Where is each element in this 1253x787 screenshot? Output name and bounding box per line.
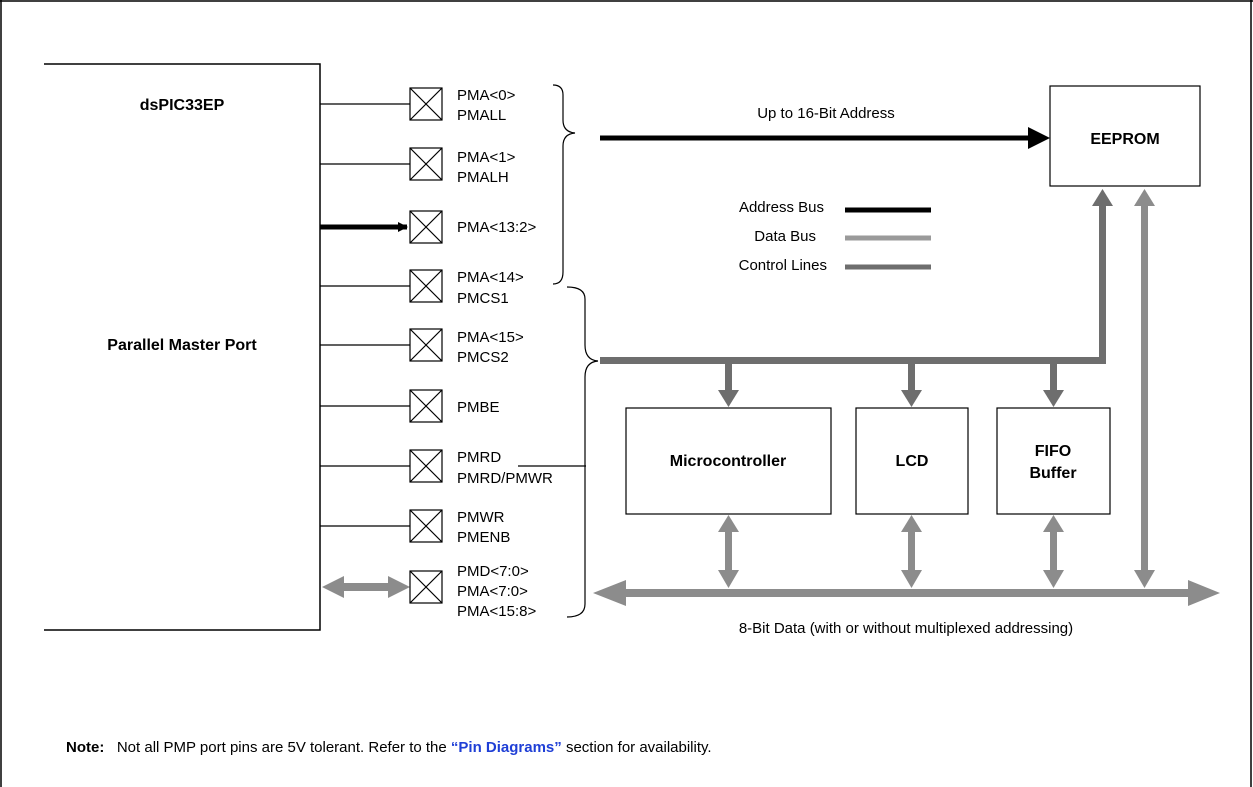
pin-label: PMA<1> (457, 149, 516, 166)
address-brace (552, 84, 576, 285)
note-text-before: Not all PMP port pins are 5V tolerant. R… (116, 739, 447, 756)
pin-label: PMBE (457, 399, 500, 416)
pmd-bidirectional-arrow (322, 576, 410, 598)
pin-label: PMALL (457, 107, 506, 124)
pin-label: PMRD/PMWR (457, 470, 553, 487)
pin-label: PMA<15> (457, 329, 524, 346)
legend-control-label: Control Lines (739, 257, 827, 274)
pin-label: PMA<7:0> (457, 583, 528, 600)
data-bus (593, 189, 1220, 606)
data-bus-label: 8-Bit Data (with or without multiplexed … (739, 620, 1073, 637)
legend-address-label: Address Bus (739, 199, 824, 216)
pin-box-icon (409, 210, 443, 244)
microcontroller-block (625, 407, 832, 515)
control-brace (566, 286, 599, 618)
pin-label: PMD<7:0> (457, 563, 529, 580)
pin-box-icon (409, 509, 443, 543)
pin-label: PMCS2 (457, 349, 509, 366)
lcd-block (855, 407, 969, 515)
pin-label: PMALH (457, 169, 509, 186)
device-block (44, 63, 321, 631)
pin-box-icon (409, 87, 443, 121)
address-bus-label: Up to 16-Bit Address (757, 105, 895, 122)
eeprom-label: EEPROM (1090, 131, 1159, 148)
fifo-buffer-block (996, 407, 1111, 515)
note: Note: Not all PMP port pins are 5V toler… (66, 739, 712, 756)
device-title: dsPIC33EP (140, 97, 225, 114)
fifo-label-line1: FIFO (1035, 443, 1071, 460)
pin-box-icon (409, 147, 443, 181)
pin-label: PMENB (457, 529, 510, 546)
eeprom-block (1049, 85, 1201, 187)
pin-label: PMA<0> (457, 87, 516, 104)
note-prefix: Note: (66, 739, 105, 756)
fifo-label-line2: Buffer (1029, 465, 1076, 482)
microcontroller-label: Microcontroller (670, 453, 786, 470)
pin-box-icon (409, 389, 443, 423)
device-subtitle: Parallel Master Port (107, 337, 257, 354)
pin-label: PMA<14> (457, 269, 524, 286)
note-text-after: section for availability. (565, 739, 712, 756)
pin-box-icon (409, 269, 443, 303)
pin-boxes (409, 87, 443, 604)
pin-label: PMWR (457, 509, 505, 526)
pin-label: PMA<15:8> (457, 603, 536, 620)
pin-label: PMA<13:2> (457, 219, 536, 236)
pin-diagrams-link[interactable]: “Pin Diagrams” (450, 739, 562, 756)
pin-box-icon (409, 449, 443, 483)
control-lines (600, 189, 1113, 407)
lcd-label: LCD (896, 453, 929, 470)
pin-box-icon (409, 570, 443, 604)
pin-label: PMRD (457, 449, 501, 466)
pin-label: PMCS1 (457, 290, 509, 307)
pin-box-icon (409, 328, 443, 362)
address-bus-arrowhead (1028, 127, 1050, 149)
legend-data-label: Data Bus (754, 228, 816, 245)
